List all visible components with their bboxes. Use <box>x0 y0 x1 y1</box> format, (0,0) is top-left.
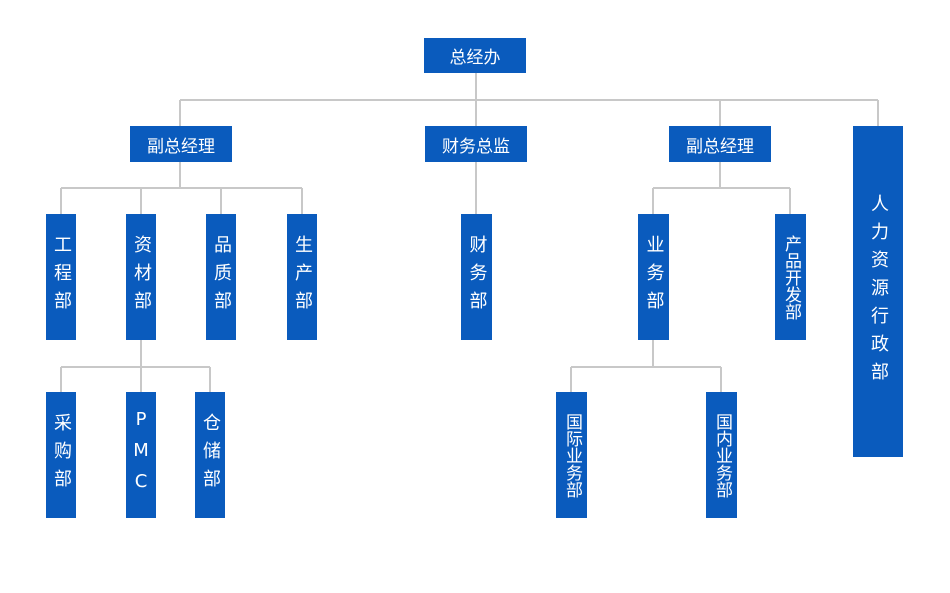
node-finance-director-label: 财务总监 <box>442 136 510 157</box>
node-ceo-office-label: 总经办 <box>449 48 501 68</box>
node-deputy-gm-right: 副总经理 <box>669 126 771 162</box>
node-materials: 资材部 <box>126 214 156 340</box>
node-business-label: 业务部 <box>643 235 665 319</box>
node-production: 生产部 <box>287 214 317 340</box>
node-warehouse: 仓储部 <box>195 392 225 518</box>
node-engineering-label: 工程部 <box>51 235 72 319</box>
node-purchasing: 采购部 <box>46 392 76 518</box>
node-business: 业务部 <box>638 214 669 340</box>
node-finance-director: 财务总监 <box>425 126 527 162</box>
node-purchasing-label: 采购部 <box>51 413 72 497</box>
node-pmc: PMC <box>126 392 156 518</box>
node-pmc-label: PMC <box>130 408 152 502</box>
node-deputy-gm-right-label: 副总经理 <box>686 136 754 157</box>
node-intl-business-label: 国际业务部 <box>562 412 582 498</box>
node-materials-label: 资材部 <box>131 235 152 319</box>
node-quality: 品质部 <box>206 214 236 340</box>
node-deputy-gm-left: 副总经理 <box>130 126 232 162</box>
node-engineering: 工程部 <box>46 214 76 340</box>
node-finance-dept-label: 财务部 <box>466 235 488 319</box>
node-hr-admin-label: 人力资源行政部 <box>868 193 889 390</box>
node-hr-admin: 人力资源行政部 <box>853 126 903 457</box>
node-domestic-business: 国内业务部 <box>706 392 737 518</box>
node-production-label: 生产部 <box>292 235 313 319</box>
node-finance-dept: 财务部 <box>461 214 492 340</box>
node-quality-label: 品质部 <box>211 235 232 319</box>
node-product-dev-label: 产品开发部 <box>781 234 801 320</box>
node-deputy-gm-left-label: 副总经理 <box>147 136 215 157</box>
node-domestic-business-label: 国内业务部 <box>712 412 732 498</box>
node-product-dev: 产品开发部 <box>775 214 806 340</box>
node-ceo-office: 总经办 <box>424 38 526 73</box>
node-warehouse-label: 仓储部 <box>200 413 221 497</box>
node-intl-business: 国际业务部 <box>556 392 587 518</box>
